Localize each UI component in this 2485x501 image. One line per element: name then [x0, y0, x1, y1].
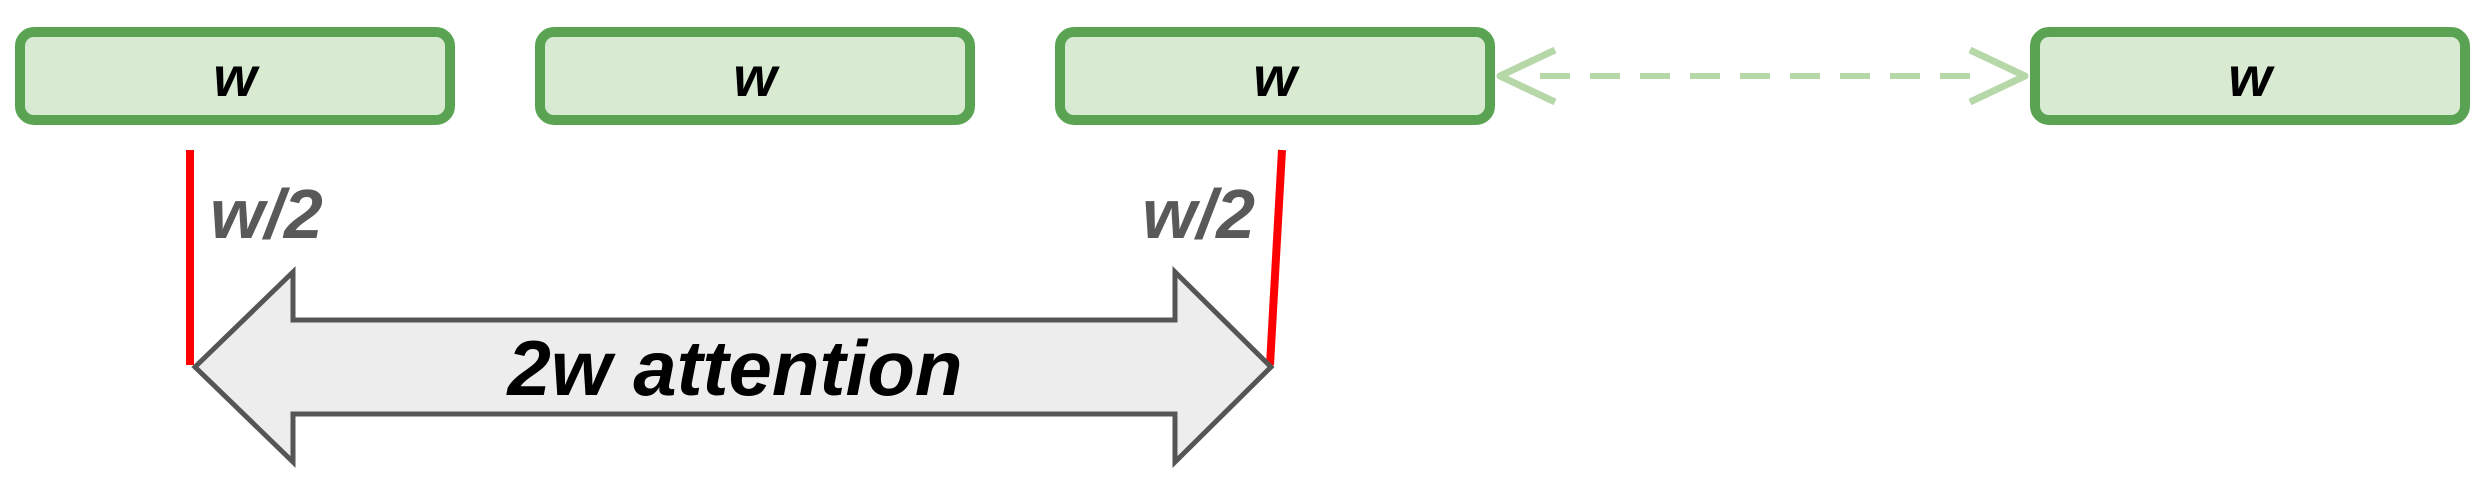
window-label: w [733, 45, 780, 108]
window-label: w [2228, 45, 2275, 108]
attention-label: 2w attention [505, 324, 962, 412]
dashed-double-arrow [1496, 46, 2029, 106]
window-box: w [15, 27, 455, 125]
window-label: w [1253, 45, 1300, 108]
right-boundary-line [1266, 149, 1286, 366]
left-half-window-label: w/2 [210, 175, 323, 253]
window-label: w [213, 45, 260, 108]
attention-span-arrow: 2w attention [191, 266, 1275, 468]
window-box: w [2030, 27, 2470, 125]
right-half-window-label: w/2 [1142, 175, 1255, 253]
window-box: w [535, 27, 975, 125]
window-box: w [1055, 27, 1495, 125]
